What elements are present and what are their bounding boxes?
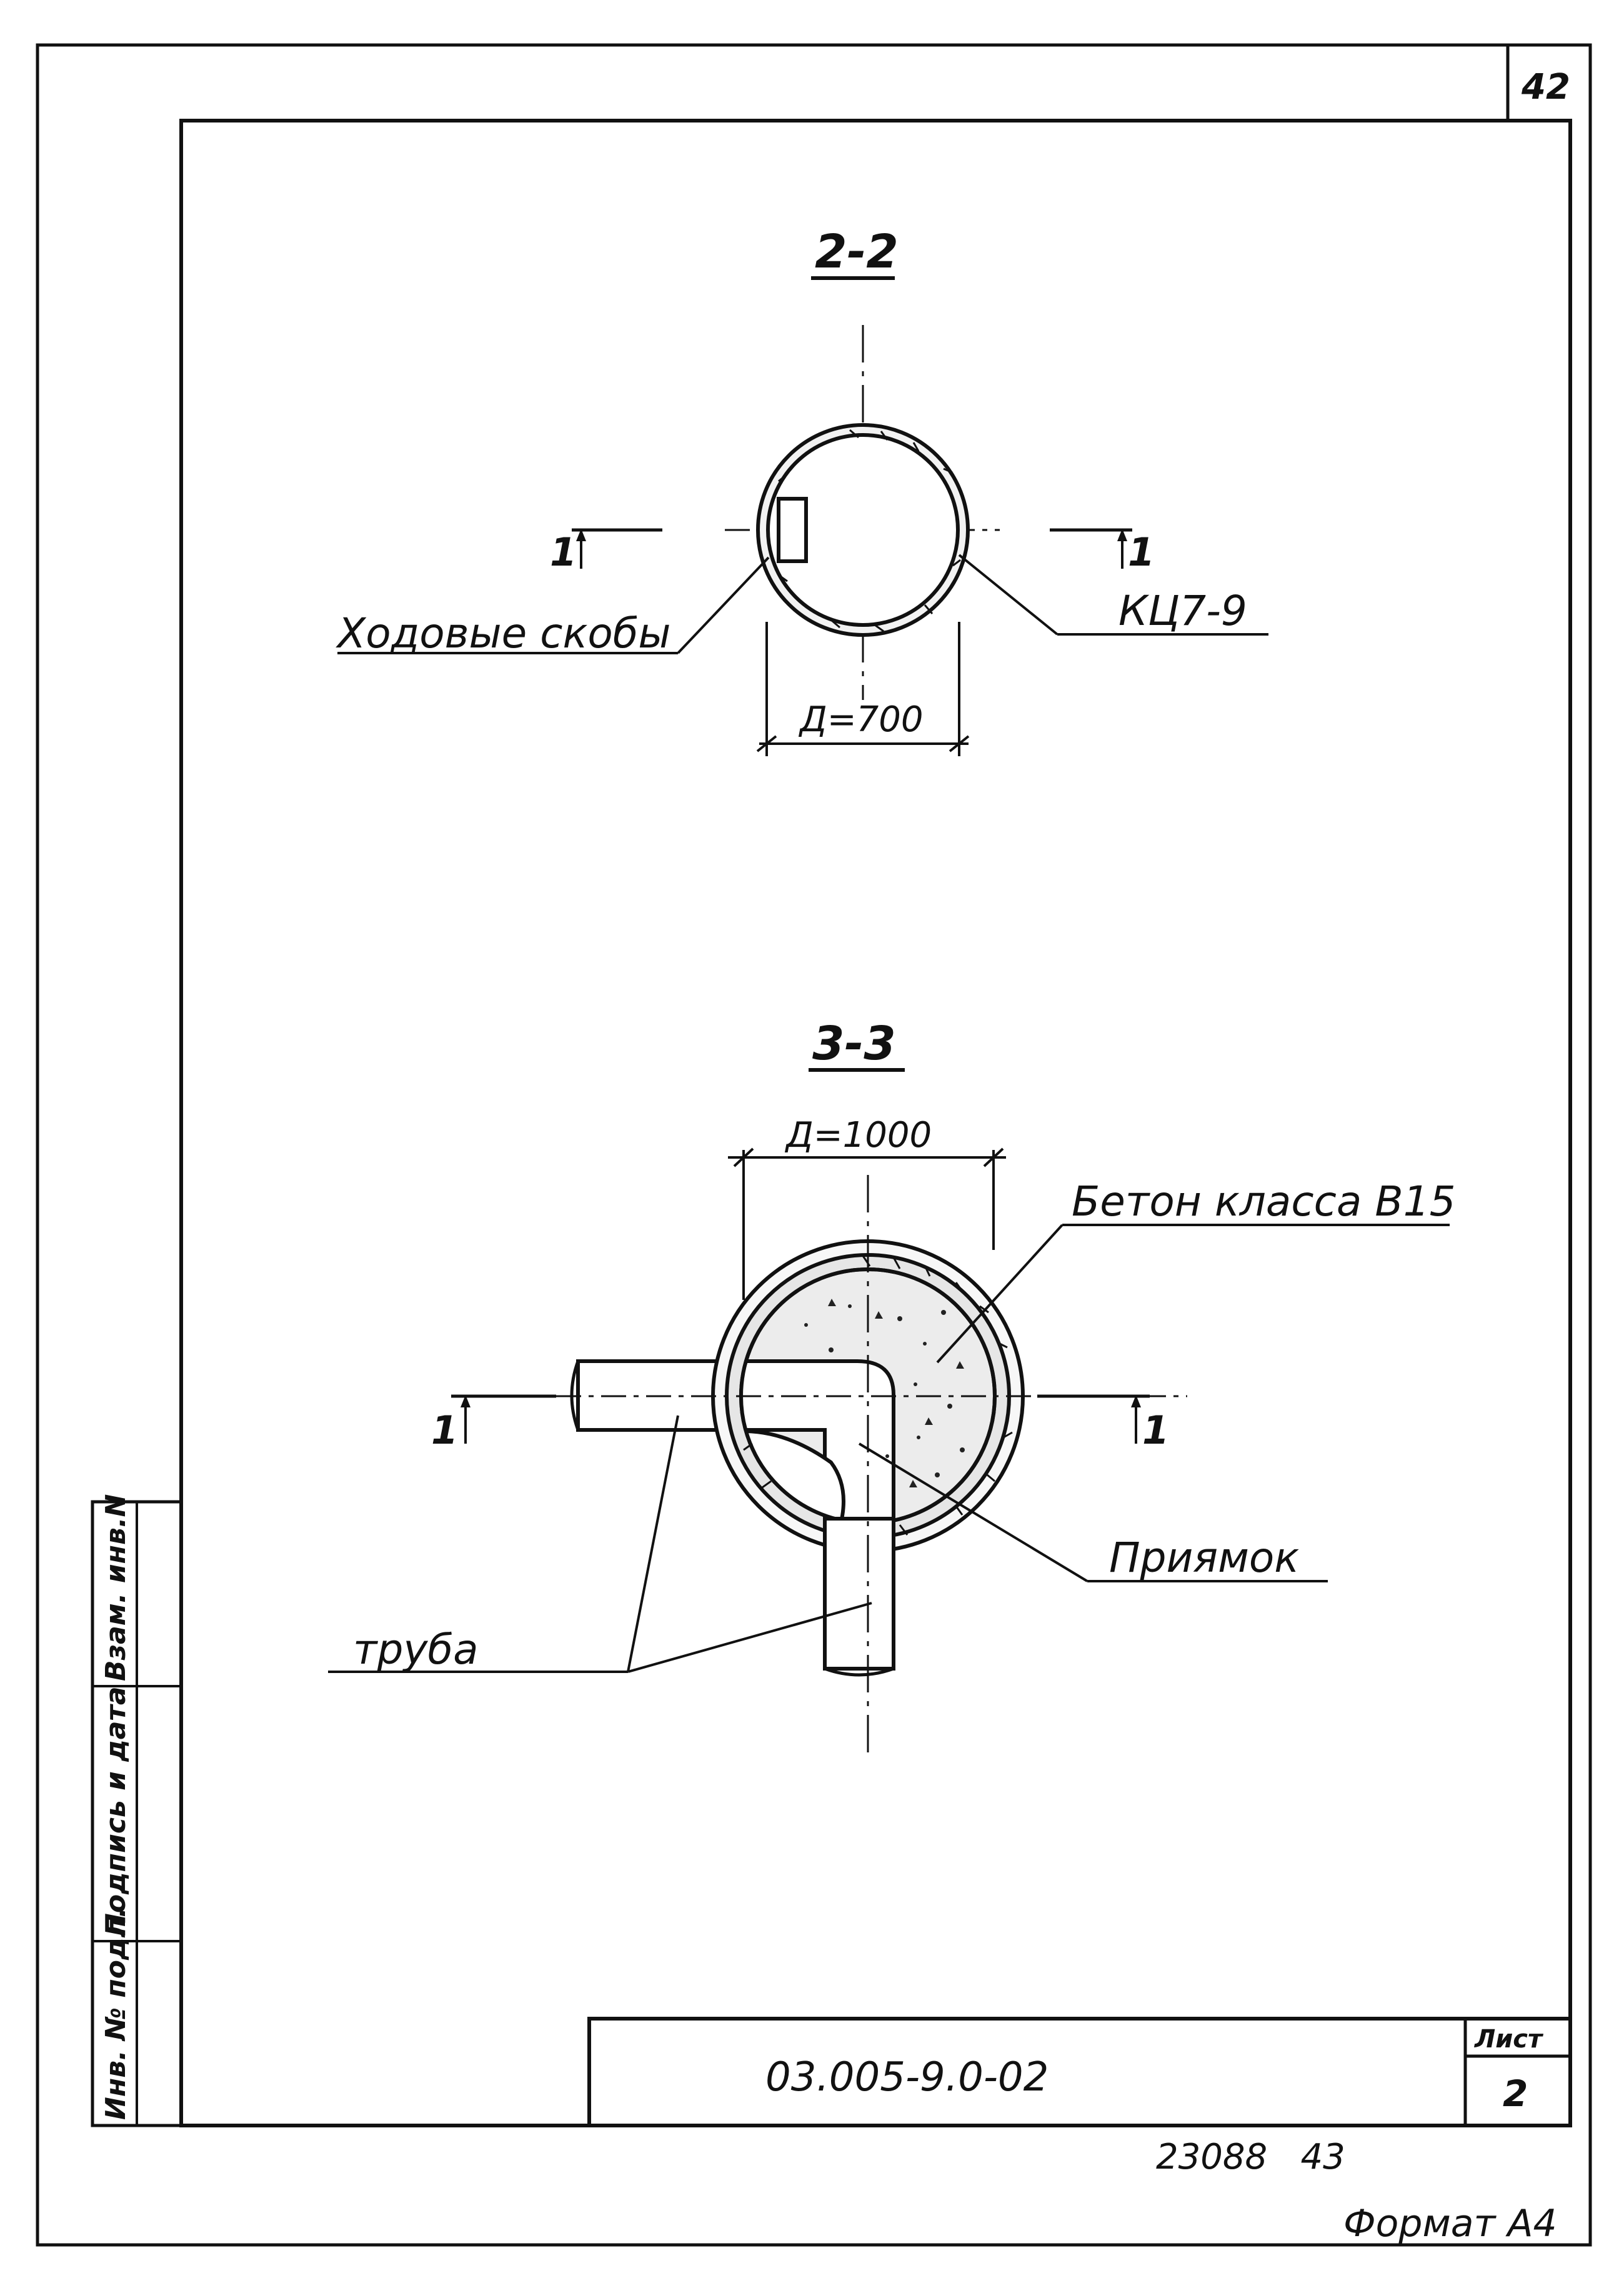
cut-right-number-3-3: 1 [1142,1407,1169,1453]
leader-pipe-1 [627,1415,679,1672]
format-label: Формат А4 [1343,2202,1557,2246]
label-steps: Ходовые скобы [336,609,671,657]
sheet-label: Лист [1474,2025,1544,2054]
corner-box: 42 [1506,45,1570,121]
pipe-vertical [823,1517,895,1671]
leader-steps [677,556,770,654]
sheet-number: 2 [1503,2072,1528,2115]
step-brackets [777,497,808,563]
label-pit: Приямок [1109,1534,1299,1582]
cut-right-number-2-2: 1 [1128,529,1155,575]
leader-pit [858,1442,1088,1582]
dimension-d700 [756,622,970,756]
cut-mark-right-2-2: 1 [1050,528,1155,575]
leader-pipe-2 [627,1602,872,1673]
leader-concrete [936,1224,1064,1364]
stamp-signature-date: Подпись и дата [100,1686,132,1936]
outer-frame [36,43,1592,2247]
cut-left-number-2-2: 1 [550,529,577,575]
section-2-2: 2-2 1 [336,225,1268,756]
dimension-label-d700: Д=700 [798,699,924,740]
stamp-inv-original: Инв. № подл. [100,1907,132,2120]
label-ring-kc7-9: КЦ7-9 [1118,587,1247,635]
cut-mark-right-3-3: 1 [1037,1394,1169,1453]
leader-ring [958,554,1059,636]
section-3-3: 3-3 Д=1000 [328,1017,1456,1756]
cut-mark-left-2-2: 1 [550,528,662,575]
corner-number: 42 [1521,67,1570,107]
label-pipe: труба [353,1626,479,1674]
section-2-2-title: 2-2 [815,225,899,279]
cut-mark-left-3-3: 1 [431,1394,556,1453]
document-code: 03.005-9.0-02 [765,2054,1049,2101]
dimension-d1000 [728,1147,1006,1300]
dimension-label-d1000: Д=1000 [784,1115,932,1156]
label-concrete: Бетон класса В15 [1072,1177,1456,1226]
side-stamp: Взам. инв.N Подпись и дата Инв. № подл. [91,1494,183,2127]
stamp-replace-inv: Взам. инв.N [100,1494,132,1681]
cut-left-number-3-3: 1 [431,1407,458,1453]
title-block: 03.005-9.0-02 Лист 2 [587,2017,1572,2127]
section-3-3-title: 3-3 [812,1017,896,1071]
archive-numbers: 23088 43 [1156,2137,1345,2177]
